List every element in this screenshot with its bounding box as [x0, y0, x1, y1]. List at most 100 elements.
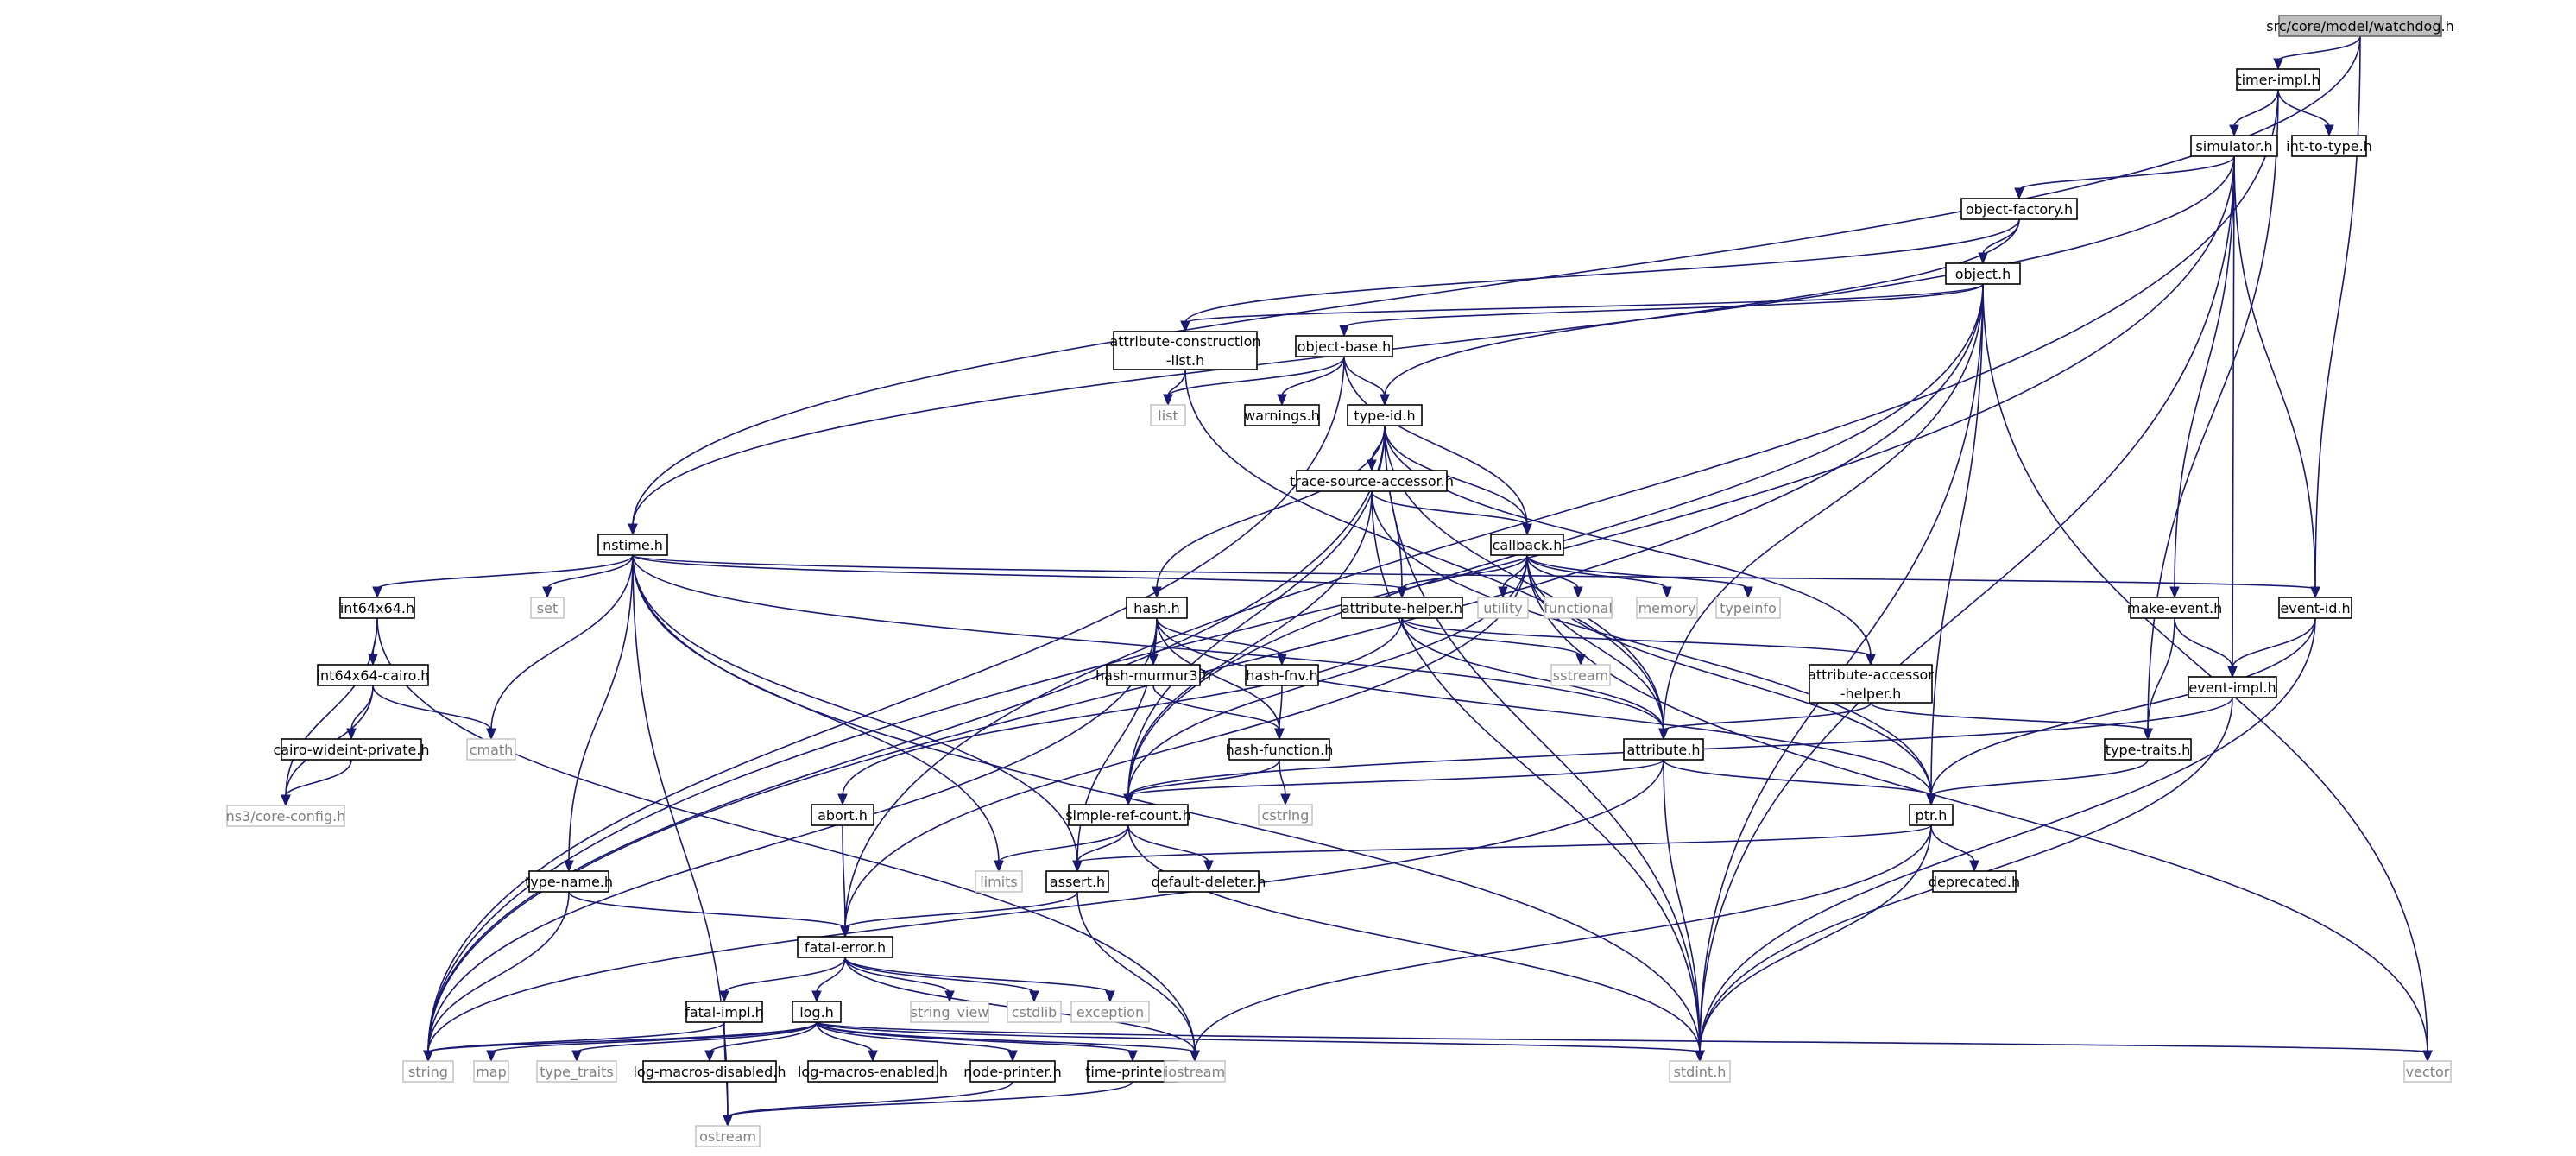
- node-node-printer[interactable]: node-printer.h: [963, 1060, 1062, 1083]
- node-label: hash-murmur3.h: [1095, 667, 1211, 684]
- node-attr-accessor[interactable]: attribute-accessor-helper.h: [1808, 664, 1934, 704]
- edge-hash_function-to-cstring: [1279, 759, 1291, 806]
- node-int64x64-cairo[interactable]: int64x64-cairo.h: [317, 664, 430, 686]
- node-object[interactable]: object.h: [1945, 262, 2021, 285]
- node-label: object.h: [1955, 266, 2011, 282]
- node-hash-murmur[interactable]: hash-murmur3.h: [1095, 664, 1211, 686]
- edge-ptr-to-deprecated: [1930, 824, 1979, 873]
- node-hash[interactable]: hash.h: [1126, 597, 1188, 619]
- node-abort[interactable]: abort.h: [811, 804, 874, 826]
- node-attribute[interactable]: attribute.h: [1623, 738, 1704, 761]
- node-box: [2104, 738, 2192, 761]
- node-box: [2236, 68, 2320, 91]
- node-box: [281, 738, 422, 761]
- node-simple-ref[interactable]: simple-ref-count.h: [1065, 804, 1191, 826]
- node-log-dis[interactable]: log-macros-disabled.h: [633, 1060, 786, 1083]
- edge-simulator-to-event_impl: [2227, 155, 2238, 679]
- node-log[interactable]: log.h: [792, 1001, 842, 1023]
- node-warnings[interactable]: warnings.h: [1244, 404, 1320, 426]
- node-label: default-deleter.h: [1152, 874, 1266, 890]
- node-int64x64[interactable]: int64x64.h: [339, 597, 415, 619]
- node-box: [1623, 738, 1704, 761]
- node-label: warnings.h: [1244, 407, 1320, 424]
- edge-event_id-to-event_impl: [2227, 617, 2316, 679]
- node-attr-constr[interactable]: attribute-construction-list.h: [1109, 331, 1261, 370]
- node-box: [2130, 597, 2219, 619]
- edge-simulator-to-event_id: [2233, 155, 2320, 599]
- node-iostream: iostream: [1164, 1060, 1226, 1083]
- node-label: int64x64-cairo.h: [317, 667, 430, 684]
- node-hash-function[interactable]: hash-function.h: [1226, 738, 1334, 761]
- node-box: [1070, 1001, 1150, 1023]
- node-box: [1150, 404, 1186, 426]
- edge-timer_impl-to-type_traits_h: [2143, 89, 2279, 741]
- node-event-id[interactable]: event-id.h: [2278, 597, 2352, 619]
- node-fatal-impl[interactable]: fatal-impl.h: [685, 1001, 764, 1023]
- edge-event_id-to-ptr: [1926, 617, 2316, 806]
- node-string-view: string_view: [910, 1001, 989, 1023]
- node-log-en[interactable]: log-macros-enabled.h: [798, 1060, 948, 1083]
- node-box: [317, 664, 429, 686]
- node-object-factory[interactable]: object-factory.h: [1960, 198, 2078, 220]
- node-assert[interactable]: assert.h: [1045, 870, 1109, 893]
- node-box: [473, 1060, 509, 1083]
- node-label: string_view: [911, 1004, 989, 1021]
- node-hash-fnv[interactable]: hash-fnv.h: [1245, 664, 1319, 686]
- edge-object-to-ptr: [1926, 283, 1984, 806]
- edge-type_id-to-trace_src: [1367, 425, 1386, 472]
- node-ostream: ostream: [695, 1125, 761, 1147]
- node-label: stdint.h: [1674, 1064, 1727, 1080]
- edge-type_id-to-hash: [1152, 425, 1386, 599]
- node-box: [1007, 1001, 1062, 1023]
- node-label: deprecated.h: [1929, 874, 2020, 890]
- node-label: nstime.h: [603, 537, 663, 553]
- edge-timer_impl-to-simulator: [2229, 89, 2279, 137]
- node-simulator[interactable]: simulator.h: [2190, 135, 2278, 157]
- node-attr-helper[interactable]: attribute-helper.h: [1341, 597, 1463, 619]
- node-type-traits-h[interactable]: type-traits.h: [2104, 738, 2192, 761]
- node-cairo-wideint[interactable]: cairo-wideint-private.h: [273, 738, 430, 761]
- node-box: [1113, 331, 1258, 370]
- node-label: int64x64.h: [340, 600, 414, 616]
- node-stdint: stdint.h: [1669, 1060, 1731, 1083]
- node-ptr[interactable]: ptr.h: [1909, 804, 1954, 826]
- node-box: [1544, 597, 1613, 619]
- node-fatal-error[interactable]: fatal-error.h: [797, 936, 893, 958]
- node-nstime[interactable]: nstime.h: [597, 534, 668, 556]
- node-cstring: cstring: [1258, 804, 1313, 826]
- edge-ptr-to-iostream: [1190, 824, 1932, 1063]
- node-timer-impl[interactable]: timer-impl.h: [2236, 68, 2320, 91]
- edge-log-to-type_traits: [571, 1021, 818, 1063]
- node-label: node-printer.h: [963, 1064, 1061, 1080]
- edge-timer_impl-to-int_to_type: [2277, 89, 2334, 137]
- node-event-impl[interactable]: event-impl.h: [2188, 676, 2277, 698]
- node-callback[interactable]: callback.h: [1490, 534, 1564, 556]
- node-object-base[interactable]: object-base.h: [1295, 335, 1393, 357]
- edge-simulator-to-string: [423, 155, 2235, 1063]
- node-label: cmath: [470, 742, 514, 758]
- node-list: list: [1150, 404, 1186, 426]
- node-label: memory: [1638, 600, 1696, 616]
- node-type-id[interactable]: type-id.h: [1347, 404, 1423, 426]
- node-map: map: [473, 1060, 509, 1083]
- edge-watchdog-to-timer_impl: [2273, 35, 2361, 71]
- dependency-edges: [281, 35, 2433, 1128]
- node-trace-src[interactable]: trace-source-accessor.h: [1290, 470, 1454, 492]
- node-box: [1295, 335, 1393, 357]
- node-int-to-type[interactable]: int-to-type.h: [2286, 135, 2372, 157]
- node-deprecated[interactable]: deprecated.h: [1929, 870, 2020, 893]
- node-box: [910, 1001, 989, 1023]
- node-box: [2190, 135, 2278, 157]
- node-default-deleter[interactable]: default-deleter.h: [1152, 870, 1266, 893]
- node-make-event[interactable]: make-event.h: [2127, 597, 2223, 619]
- edge-callback-to-vector: [1526, 554, 2433, 1063]
- node-vector: vector: [2403, 1060, 2452, 1083]
- node-box: [1960, 198, 2078, 220]
- node-type-name[interactable]: type-name.h: [525, 870, 613, 893]
- edge-log-to-stdint: [816, 1021, 1705, 1063]
- edge-log-to-node_printer: [816, 1021, 1018, 1063]
- node-time-printer[interactable]: time-printer.h: [1085, 1060, 1180, 1083]
- node-label: vector: [2406, 1064, 2450, 1080]
- node-label: cstdlib: [1012, 1004, 1058, 1020]
- node-label: iostream: [1165, 1064, 1225, 1080]
